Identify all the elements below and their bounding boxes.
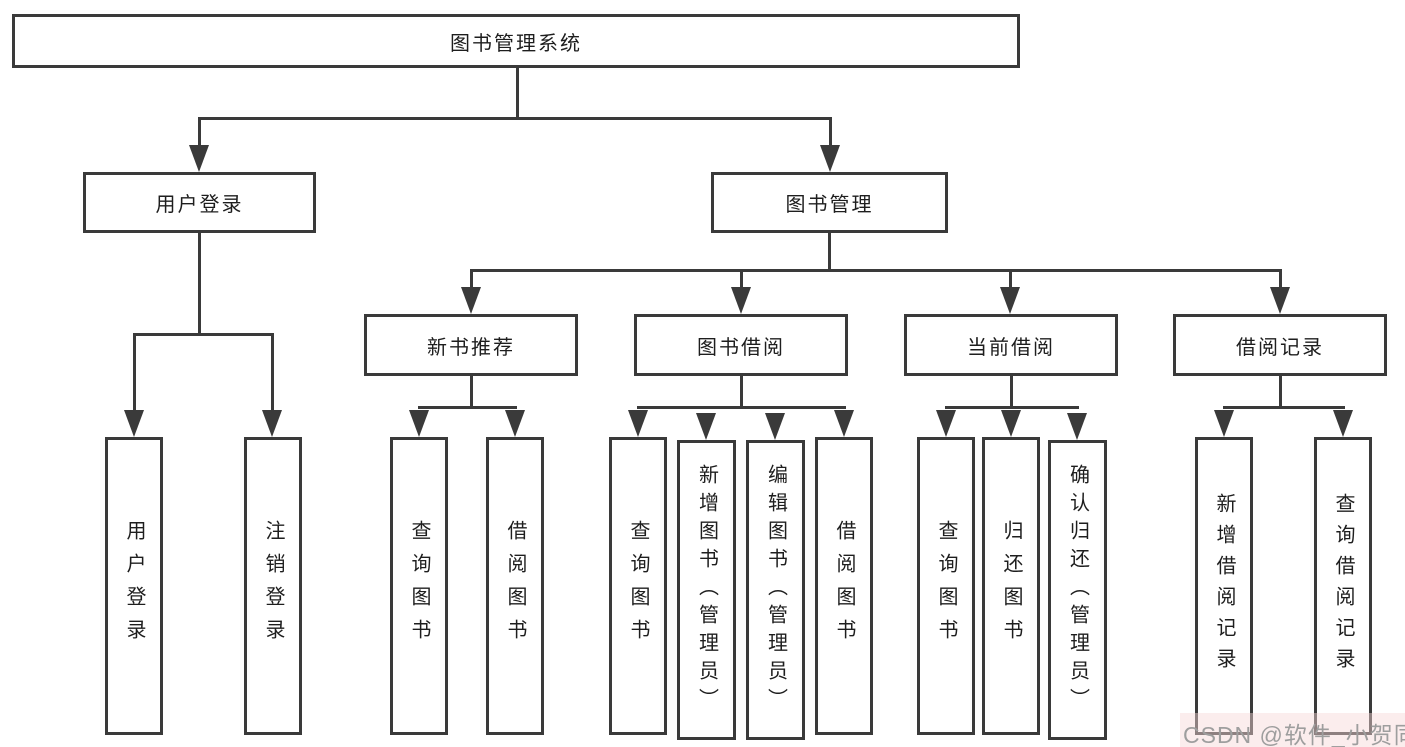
arrowhead-cb-query [936,410,956,437]
leaf-user-login-label: 用户登录 [123,520,145,652]
node-book-borrow-label: 图书借阅 [697,336,785,359]
arrowhead-borrow-record [1270,287,1290,314]
leaf-borrow-edit-books-admin-label: 编辑图书（管理员） [764,464,787,716]
connector-userlogin-branch-right [271,333,274,413]
arrowhead-book-borrow [731,287,751,314]
watermark-highlight [1180,713,1405,747]
leaf-newbook-borrow-books-label: 借阅图书 [504,520,526,652]
leaf-borrow-edit-books-admin: 编辑图书（管理员） [746,440,805,740]
connector-bookmgmt-branch-2 [740,269,743,291]
connector-newbook-bar [418,406,517,409]
arrowhead-bb-query [628,410,648,437]
leaf-current-return-books-label: 归还图书 [1000,520,1022,652]
connector-root-branch-left [198,117,201,149]
leaf-current-query-books-label: 查询图书 [935,520,957,652]
leaf-record-query-record: 查询借阅记录 [1314,437,1372,735]
node-new-book-recommend: 新书推荐 [364,314,578,376]
leaf-current-return-books: 归还图书 [982,437,1040,735]
leaf-logout-label: 注销登录 [262,520,284,652]
leaf-borrow-add-books-admin: 新增图书（管理员） [677,440,736,740]
node-system: 图书管理系统 [12,14,1020,68]
arrowhead-nb-borrow [505,410,525,437]
arrowhead-cb-confirm [1067,413,1087,440]
leaf-current-confirm-return-admin-label: 确认归还（管理员） [1066,464,1089,716]
leaf-record-add-record-label: 新增借阅记录 [1213,493,1235,679]
arrowhead-br-add [1214,410,1234,437]
connector-root-stem [516,68,519,118]
node-user-login: 用户登录 [83,172,316,233]
leaf-user-login: 用户登录 [105,437,163,735]
leaf-borrow-query-books: 查询图书 [609,437,667,735]
node-book-borrow: 图书借阅 [634,314,848,376]
leaf-newbook-borrow-books: 借阅图书 [486,437,544,735]
arrowhead-bb-borrow [834,410,854,437]
leaf-newbook-query-books-label: 查询图书 [408,520,430,652]
node-user-login-label: 用户登录 [155,194,244,216]
node-new-book-recommend-label: 新书推荐 [427,336,515,359]
connector-bookborrow-bar [637,406,846,409]
leaf-record-query-record-label: 查询借阅记录 [1332,493,1354,679]
leaf-logout: 注销登录 [244,437,302,735]
connector-bookmgmt-stem [828,233,831,272]
connector-bookmgmt-branch-3 [1009,269,1012,291]
connector-borrowrecord-stem [1279,376,1282,409]
leaf-borrow-borrow-books-label: 借阅图书 [833,520,855,652]
leaf-current-confirm-return-admin: 确认归还（管理员） [1048,440,1107,740]
leaf-borrow-query-books-label: 查询图书 [627,520,649,652]
node-borrow-record: 借阅记录 [1173,314,1387,376]
connector-bookmgmt-branch-4 [1279,269,1282,291]
arrowhead-bb-add [696,413,716,440]
leaf-record-add-record: 新增借阅记录 [1195,437,1253,735]
node-system-label: 图书管理系统 [450,32,582,55]
arrowhead-logout [262,410,282,437]
connector-bookmgmt-bar [470,269,1282,272]
leaf-borrow-add-books-admin-label: 新增图书（管理员） [695,464,718,716]
leaf-borrow-borrow-books: 借阅图书 [815,437,873,735]
node-book-management: 图书管理 [711,172,948,233]
connector-root-bar [198,117,832,120]
connector-currentborrow-bar [945,406,1079,409]
connector-userlogin-bar [133,333,274,336]
connector-bookborrow-stem [740,376,743,409]
connector-borrowrecord-bar [1223,406,1345,409]
connector-currentborrow-stem [1010,376,1013,409]
leaf-newbook-query-books: 查询图书 [390,437,448,735]
arrowhead-book-management [820,145,840,172]
connector-bookmgmt-branch-1 [470,269,473,291]
arrowhead-user-login [189,145,209,172]
node-current-borrow: 当前借阅 [904,314,1118,376]
connector-root-branch-right [829,117,832,149]
arrowhead-br-query [1333,410,1353,437]
arrowhead-current-borrow [1000,287,1020,314]
arrowhead-bb-edit [765,413,785,440]
node-book-management-label: 图书管理 [785,194,874,216]
arrowhead-new-book-recommend [461,287,481,314]
connector-userlogin-branch-left [133,333,136,413]
watermark: CSDN @软件_小贺同学 [1183,722,1405,747]
arrowhead-login [124,410,144,437]
node-current-borrow-label: 当前借阅 [967,336,1055,359]
leaf-current-query-books: 查询图书 [917,437,975,735]
arrowhead-nb-query [409,410,429,437]
connector-newbook-stem [470,376,473,409]
arrowhead-cb-return [1001,410,1021,437]
node-borrow-record-label: 借阅记录 [1236,336,1324,359]
connector-userlogin-stem [198,233,201,336]
